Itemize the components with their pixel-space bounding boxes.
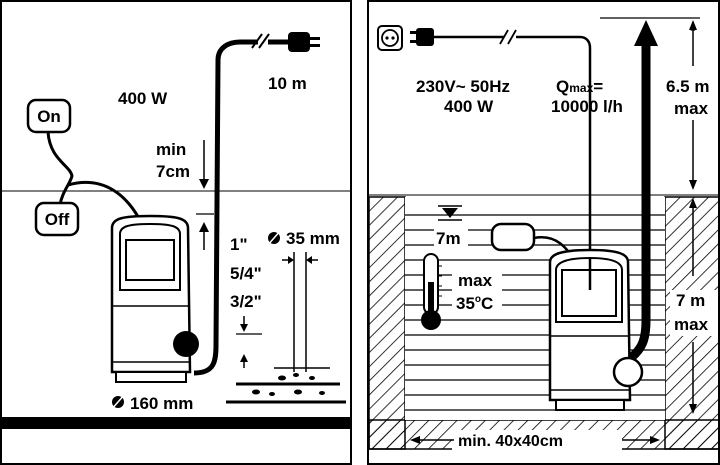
switch-on-label: On (37, 107, 61, 126)
discharge-pipe (625, 20, 658, 364)
left-panel: On Off 400 W 10 m min 7cm (0, 0, 352, 465)
hose-size-3: 3/2" (230, 292, 262, 311)
qmax-eq: = (593, 77, 603, 96)
power-label-right: 400 W (444, 97, 494, 116)
shaft-width-dimension (410, 436, 660, 444)
float-depth-marker (438, 205, 462, 221)
qmax-prefix: Q (556, 77, 569, 96)
cable-length-label: 10 m (268, 74, 307, 93)
head-dimension (689, 20, 697, 190)
shaft-wall-left (368, 196, 406, 450)
thermometer-icon (421, 253, 442, 330)
temp-max-label: max (458, 271, 493, 290)
power-cable (193, 39, 258, 376)
diameter-icon (266, 229, 282, 247)
power-label: 400 W (118, 89, 168, 108)
plug-icon (288, 32, 320, 52)
min-depth-line1: min (156, 140, 186, 159)
immersion-depth-label: 7 m (676, 291, 705, 310)
switch-on-box: On (26, 98, 72, 134)
pump-diameter-label: 160 mm (130, 394, 193, 413)
qmax-label: Qmax= (556, 77, 603, 96)
floor-slab (0, 417, 351, 429)
particle-size-label: 35 mm (286, 229, 340, 248)
plug-icon-right (410, 28, 434, 46)
float-cable-upper (46, 131, 74, 206)
pump-outlet (173, 331, 199, 357)
hose-size-arrows (236, 316, 262, 368)
pump-body (110, 214, 199, 383)
pump-outlet-right (612, 356, 644, 388)
qmax-value: 10000 l/h (551, 97, 623, 116)
diameter-icon-pump (110, 393, 126, 411)
power-cable-right (434, 35, 592, 290)
immersion-dimension (689, 198, 697, 414)
min-depth-line2: 7cm (156, 162, 190, 181)
hose-size-2: 5/4" (230, 264, 262, 283)
head-height-label: 6.5 m (666, 77, 709, 96)
float-depth-label: 7m (436, 229, 461, 248)
switch-off-box: Off (34, 201, 80, 237)
min-depth-arrows (196, 140, 214, 250)
switch-off-label: Off (45, 210, 70, 229)
shaft-size-label: min. 40x40cm (458, 433, 563, 450)
head-max-label: max (674, 99, 709, 118)
immersion-max-label: max (674, 315, 709, 334)
qmax-sub: max (569, 81, 593, 95)
right-panel: 230V~ 50Hz 400 W Qmax= 10000 l/h = 6.5 m… (367, 0, 720, 465)
voltage-label: 230V~ 50Hz (416, 77, 510, 96)
hose-size-1: 1" (230, 235, 248, 254)
temp-unit: C (481, 294, 493, 313)
particle-gauge (274, 252, 330, 372)
temp-label: 35oC (456, 294, 493, 313)
temp-value: 35 (456, 294, 475, 313)
left-panel-frame (0, 0, 352, 465)
cable-break-mark (251, 33, 263, 49)
socket-icon (377, 25, 403, 51)
sediment-layer (226, 373, 346, 404)
pump-body-right (548, 248, 644, 411)
